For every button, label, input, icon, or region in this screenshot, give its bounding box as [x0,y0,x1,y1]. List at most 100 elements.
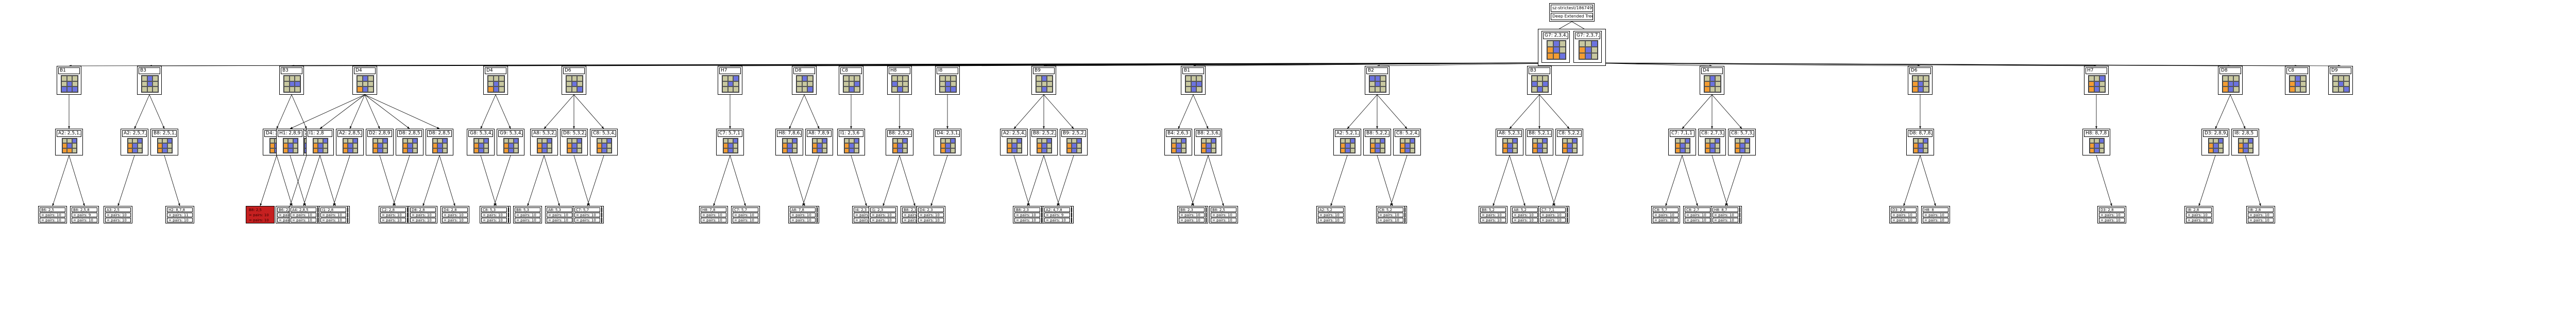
board-node[interactable]: C8: 5,7,3,5,8 [1728,129,1756,155]
board-node[interactable]: B8: 5,2,2,1 [1363,129,1391,155]
board-node[interactable]: D4: 2,3,1,6 [934,129,961,155]
leaf-node[interactable]: I1: 2,8= pairs: 10= pairs: 10 [319,206,348,223]
leaf-node[interactable]: H8: 8= pairs: 10= pairs: 10 [1921,206,1950,223]
board-node[interactable]: A2: 2,5,4,6 [1000,129,1028,155]
board-node[interactable]: B8: 2,5,1,3 [150,129,178,155]
board-node[interactable]: I8 [935,66,960,95]
leaf-node[interactable]: B8: 2,3= pairs: 10= pairs: 10 [1177,206,1206,223]
leaf-node-highlighted[interactable]: B8: 2,5= pairs: 10= pairs: 10 [246,206,275,223]
board-node[interactable]: B2 [1365,66,1389,95]
board-node[interactable]: I1: 2,8 [306,129,334,155]
board-node[interactable]: A8: 5,3,2,4,8 [530,129,558,155]
leaf-node[interactable]: A8: 5,2= pairs: 10= pairs: 10 [1511,206,1539,223]
leaf-node[interactable]: A2: 4,7,8= pairs: 9= pairs: 10 [1043,206,1072,223]
leaf-node[interactable]: A4: 2,8,5= pairs: 10= pairs: 10 [289,206,318,223]
board-node[interactable]: I8: 2,8,5 [2231,129,2259,155]
leaf-node[interactable]: A3: 2,5= pairs: 10= pairs: 10 [104,206,132,223]
leaf-node[interactable]: B8: 2,5,8= pairs: 9= pairs: 10 [70,206,99,223]
board-node[interactable]: B3 [137,66,162,95]
board-node[interactable]: H7 [718,66,742,95]
board-node[interactable]: D8 [792,66,817,95]
board-node[interactable]: B9: 2,5,2,3 [1060,129,1088,155]
leaf-node[interactable]: D3: 2,8= pairs: 10= pairs: 10 [2097,206,2126,223]
board-node[interactable]: B9 [1031,66,1056,95]
tree-edge [899,155,916,206]
tree-edge [1193,94,1209,129]
board-node[interactable]: H7 [2084,66,2109,95]
board-node[interactable]: C7: 5,7,1 [716,129,744,155]
board-node[interactable]: D2: 2,8,9 [366,129,394,155]
leaf-node[interactable]: C7: 5,7= pairs: 10= pairs: 10 [731,206,760,223]
leaf-node[interactable]: A8: 7,8= pairs: 10= pairs: 10 [788,206,817,223]
board-node[interactable]: C8: 5,3,4,6,8 [590,129,618,155]
leaf-node[interactable]: B8: 5,2= pairs: 10= pairs: 10 [1479,206,1507,223]
board-node[interactable]: B8: 2,3,6,3 [1194,129,1222,155]
board-node[interactable]: A2: 2,5,7,8 [121,129,148,155]
node-label: D4 [1701,67,1723,74]
leaf-node[interactable]: D4: 2,8= pairs: 10= pairs: 10 [440,206,469,223]
board-node[interactable]: D8: 2,8,5 [396,129,423,155]
leaf-node[interactable]: H8: 7,8= pairs: 10= pairs: 10 [699,206,728,223]
board-node[interactable]: B8: 5,2,1,2 [1526,129,1553,155]
board-node[interactable]: D4 [483,66,508,95]
leaf-node[interactable]: D3: 2,8= pairs: 10= pairs: 10 [1889,206,1918,223]
board-node[interactable]: B1 [57,66,81,95]
board-node[interactable]: D8: 8,7,8,8 [1906,129,1934,155]
board-node[interactable]: B3 [1527,66,1552,95]
board-node[interactable]: C8: 5,2,2,8 [1555,129,1583,155]
leaf-node[interactable]: B8: 2,3= pairs: 10= pairs: 10 [1013,206,1042,223]
board-node[interactable]: D8: 5,3,2,7 [560,129,588,155]
board-node[interactable]: B1 [1181,66,1206,95]
leaf-node[interactable]: A8: 5,3= pairs: 10= pairs: 10 [545,206,574,223]
board-node[interactable]: A2: 5,2,1,4 [1333,129,1361,155]
board-node[interactable]: G9: 5,3,4,8 [497,129,524,155]
leaf-node[interactable]: C7: 5,7= pairs: 10= pairs: 10 [573,206,602,223]
board-node[interactable]: A8: 7,8,9 [805,129,833,155]
board-node[interactable]: D8: 2,8,5 [426,129,453,155]
board-node[interactable]: C8 [839,66,863,95]
board-node[interactable]: D4 [352,66,377,95]
board-node[interactable]: B3 [279,66,304,95]
board-node[interactable]: C8: 5,2,4,6 [1393,129,1421,155]
board-node[interactable]: D6 [562,66,586,95]
board-node[interactable]: I1: 2,3,6 [837,129,865,155]
leaf-node[interactable]: H8: 8,7= pairs: 10= pairs: 10 [1711,206,1740,223]
board-node[interactable]: G7: 2,3,4,5 [1541,31,1570,63]
board-node[interactable]: G7: 2,3,7,8 [1573,31,1602,63]
board-node[interactable]: C7: 7,1,1 [1668,129,1696,155]
board-node[interactable]: G8: 5,3,4,8 [467,129,495,155]
leaf-node[interactable]: I1: 2,3= pairs: 10= pairs: 10 [869,206,897,223]
leaf-node[interactable]: C8: 5,3= pairs: 10= pairs: 10 [480,206,509,223]
leaf-node[interactable]: C8: 5,7= pairs: 10= pairs: 10 [1651,206,1680,223]
board-node[interactable]: H8: 8,7,8 [2082,129,2110,155]
leaf-node[interactable]: A2: 5,2= pairs: 10= pairs: 10 [1316,206,1345,223]
board-node[interactable]: C8 [2285,66,2310,95]
board-node[interactable]: A2: 2,5,1,5,2 [55,129,83,155]
leaf-node[interactable]: C7: 7,1= pairs: 10= pairs: 10 [1538,206,1567,223]
board-node[interactable]: D3: 2,8,9,8 [2201,129,2229,155]
leaf-node[interactable]: D8: 2,8= pairs: 10= pairs: 10 [409,206,437,223]
board-node[interactable]: B8: 2,5,2,3 [1030,129,1058,155]
board-node[interactable]: D4 [1700,66,1724,95]
leaf-node[interactable]: C8: 5,2= pairs: 10= pairs: 10 [1376,206,1405,223]
board-node[interactable]: H1: 2,8,9 [276,129,304,155]
leaf-node[interactable]: I8: 2,8= pairs: 10= pairs: 10 [2246,206,2275,223]
leaf-node[interactable]: D4: 2,3= pairs: 10= pairs: 10 [917,206,945,223]
leaf-node[interactable]: C2: 2,8= pairs: 10= pairs: 10 [379,206,408,223]
board-node[interactable]: A2: 2,8,5,7 [336,129,364,155]
leaf-node[interactable]: B6: 2,5= pairs: 10= pairs: 10 [38,206,67,223]
board-node[interactable]: H8: 7,8,6,9 [775,129,803,155]
leaf-node[interactable]: B8: 5,3= pairs: 10= pairs: 10 [513,206,542,223]
board-node[interactable]: B8: 2,5,2,3 [886,129,913,155]
board-node[interactable]: D8 [2218,66,2243,95]
board-node[interactable]: C8: 2,7,3,8 [1698,129,1726,155]
board-node[interactable]: D9 [2328,66,2353,95]
leaf-node[interactable]: I8: 2,8= pairs: 10= pairs: 10 [2184,206,2213,223]
leaf-node[interactable]: B8: 2,5= pairs: 10= pairs: 10 [1209,206,1238,223]
board-node[interactable]: H8 [887,66,912,95]
leaf-node[interactable]: C8: 2,7= pairs: 10= pairs: 10 [1683,206,1712,223]
board-node[interactable]: B4: 2,6,3 [1164,129,1192,155]
board-node[interactable]: A8: 5,2,3,4,8 [1496,129,1523,155]
board-node[interactable]: D6 [1908,66,1933,95]
leaf-node[interactable]: H2: 8,7,8= pairs: 11= pairs: 10 [165,206,194,223]
